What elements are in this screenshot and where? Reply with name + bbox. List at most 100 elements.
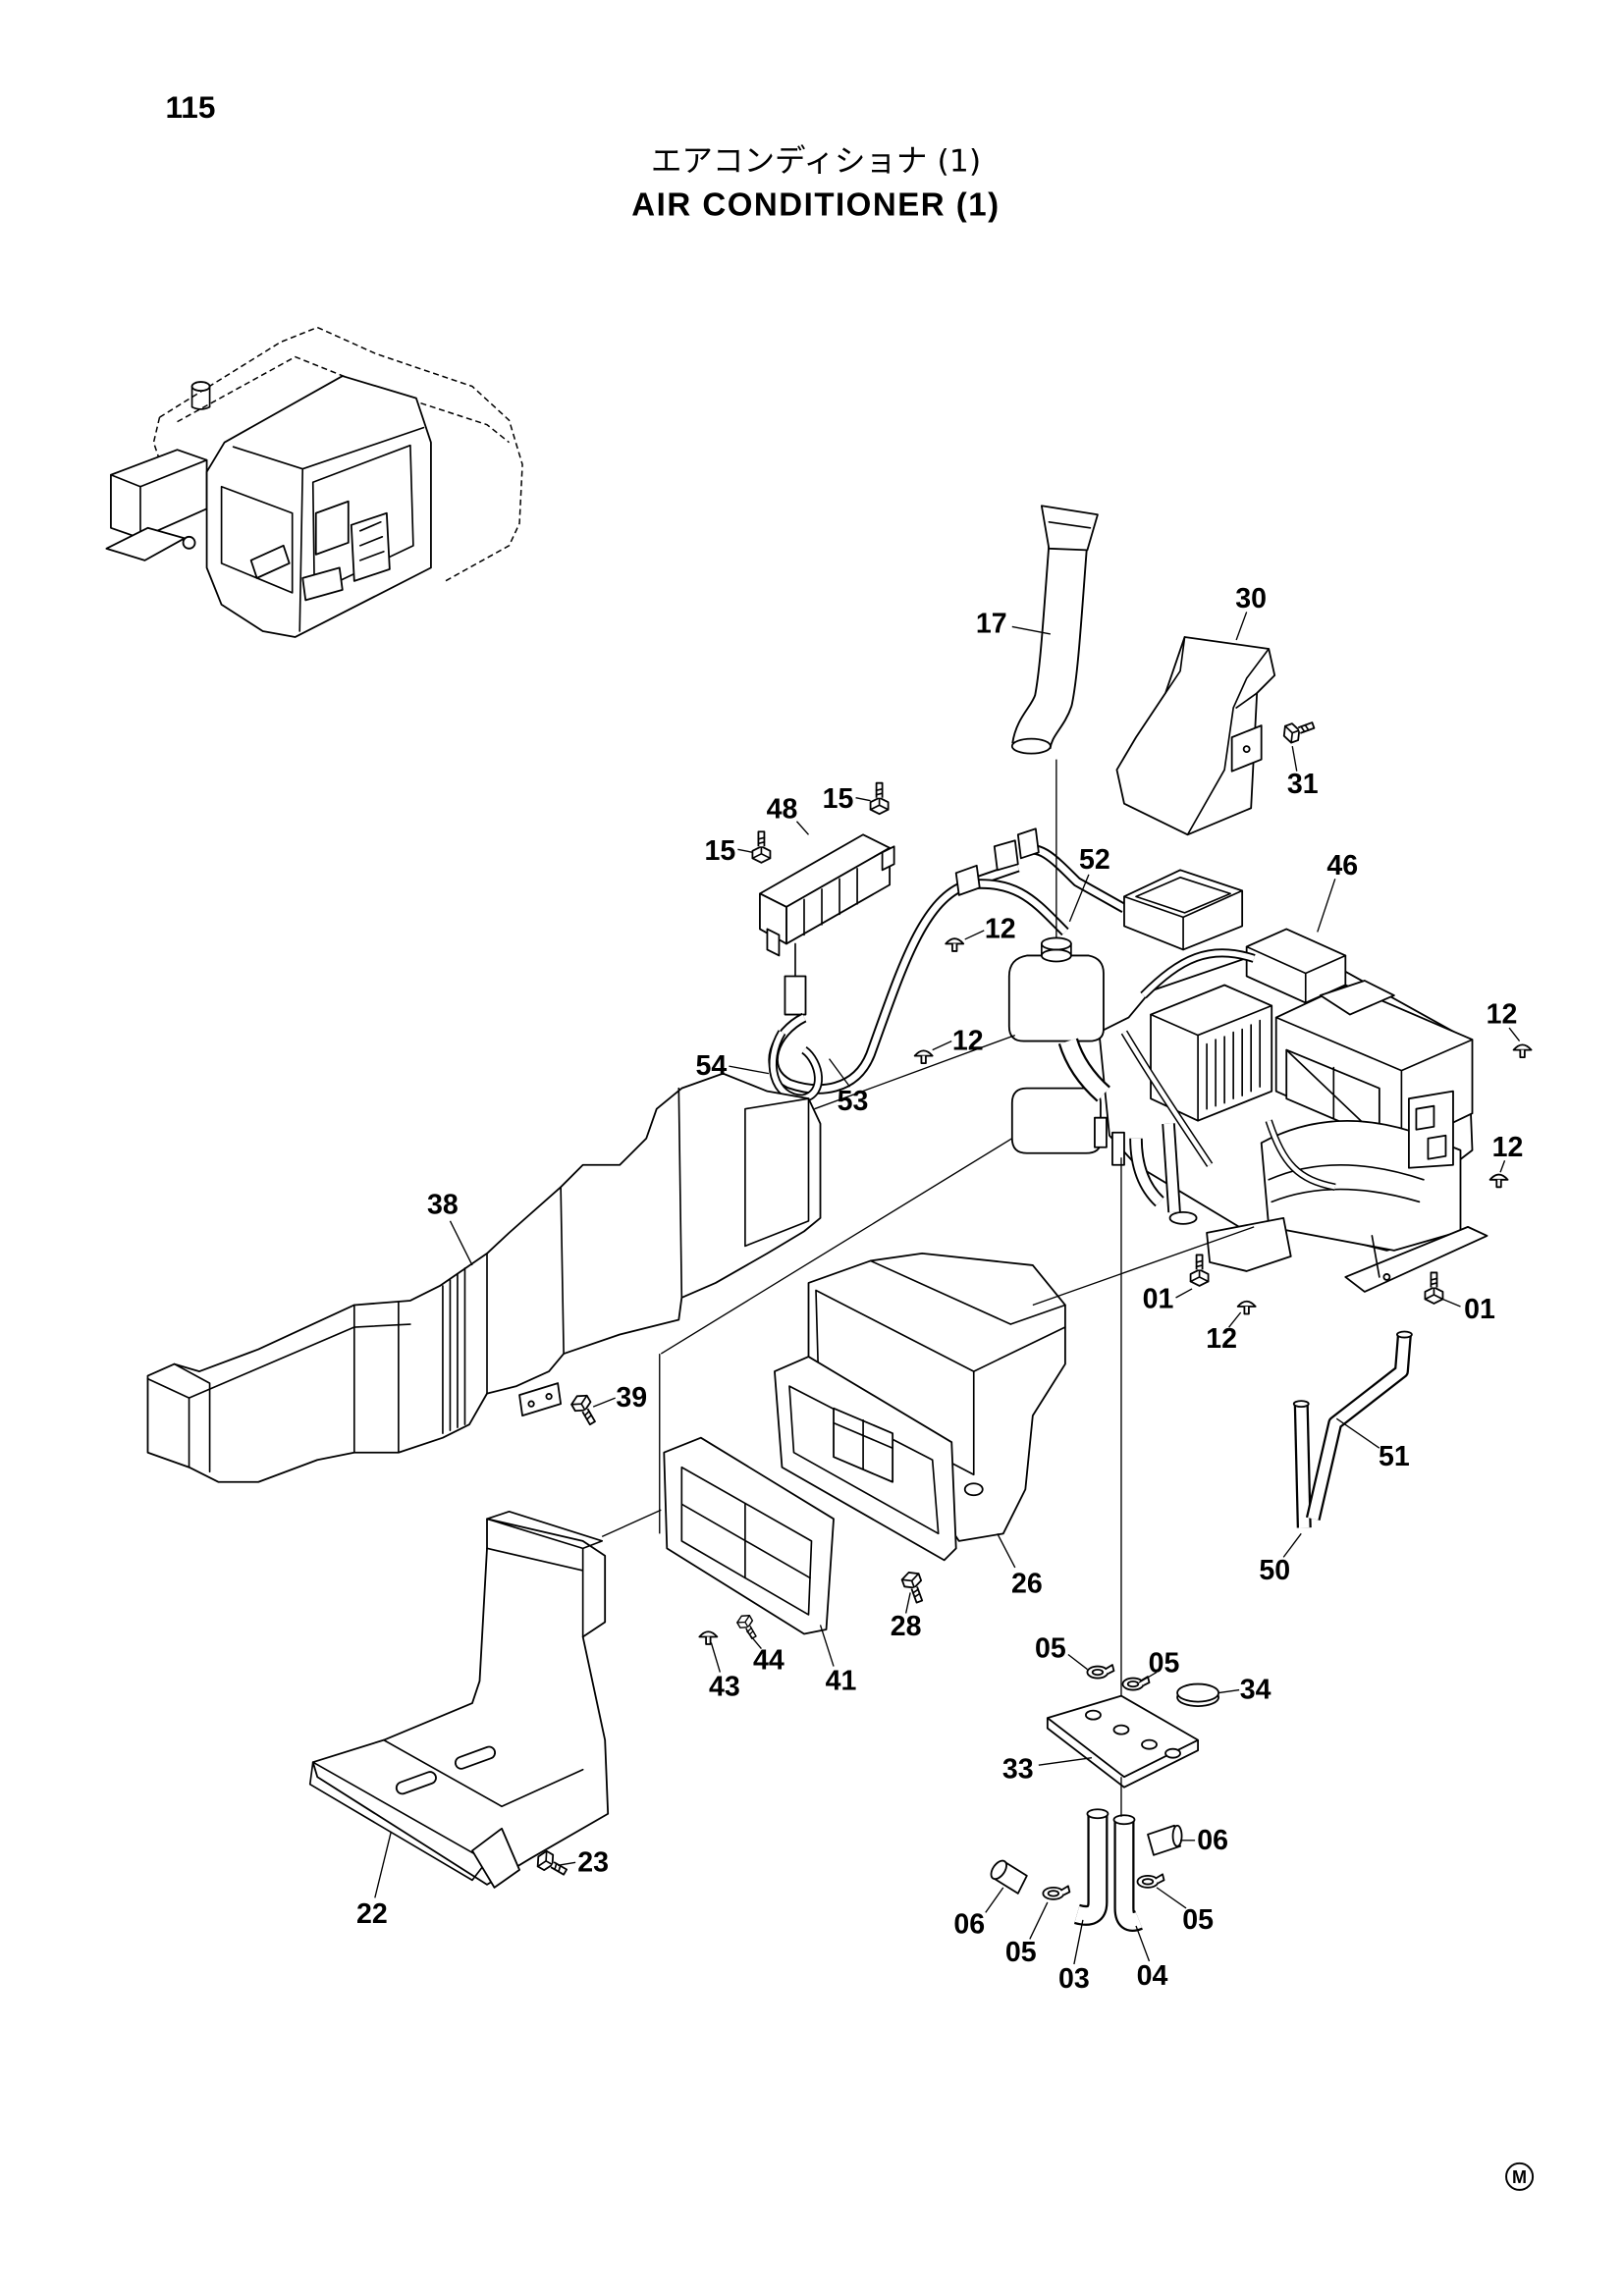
bolt-01-b [1424,1271,1444,1305]
leader-01-a [1175,1288,1193,1299]
leader-03 [1073,1919,1084,1965]
leader-43 [710,1642,722,1673]
leader-22 [374,1831,393,1898]
leader-15-lower [737,848,753,853]
callout-06-a: 06 [1197,1825,1228,1856]
leader-lines [374,612,1521,1965]
screw-44 [734,1611,761,1642]
leader-39 [592,1397,616,1408]
circled-m-letter: M [1512,2167,1527,2187]
callout-01-b: 01 [1464,1294,1495,1325]
callout-50: 50 [1259,1555,1290,1586]
callout-43: 43 [709,1672,740,1703]
callout-03: 03 [1058,1963,1090,1995]
clip-12-d [1488,1173,1509,1189]
callout-05-d: 05 [1005,1937,1037,1968]
cover-30 [1115,636,1276,836]
leader-26 [997,1533,1016,1569]
assembly-line-duct-38 [814,1034,1016,1110]
callout-12-d: 12 [1492,1132,1524,1163]
callout-05-b: 05 [1149,1648,1180,1680]
pipe-51 [1305,1330,1413,1522]
bolt-15-upper [869,781,890,816]
push-clip-43 [698,1630,719,1645]
leader-48 [795,821,810,835]
callout-17: 17 [976,608,1007,639]
circled-m-mark: M [1505,2162,1535,2191]
leader-53 [828,1058,851,1088]
callout-22: 22 [356,1898,388,1930]
leader-12-a [964,930,985,940]
callout-52: 52 [1079,844,1110,876]
callout-46: 46 [1326,850,1358,881]
page-number: 115 [166,89,216,125]
leader-04 [1135,1925,1151,1962]
callout-12-c: 12 [952,1026,984,1057]
leader-12-c [932,1040,952,1051]
bolt-15-lower [751,830,772,864]
leader-41 [819,1625,835,1667]
callout-26: 26 [1011,1568,1043,1599]
callout-12-b: 12 [1487,999,1518,1031]
leader-05-c [1156,1887,1187,1909]
callout-54: 54 [695,1050,727,1082]
leader-33 [1038,1757,1093,1766]
bolt-01-a [1189,1254,1210,1287]
leader-44 [745,1630,762,1649]
leader-05-b [1138,1671,1158,1683]
page-title-english: AIR CONDITIONER (1) [631,187,1000,223]
callout-23: 23 [577,1846,609,1878]
fitting-06-right [1147,1824,1183,1856]
clip-12-b [1512,1043,1533,1059]
callout-44: 44 [753,1645,784,1677]
floor-duct-22 [308,1510,610,1889]
callout-48: 48 [767,794,798,826]
leader-17 [1011,625,1051,635]
callout-53: 53 [838,1086,869,1117]
leader-31 [1291,746,1298,772]
leader-12-d [1499,1160,1506,1173]
assembly-line-filter [601,1354,662,1537]
callout-41: 41 [826,1666,857,1697]
callout-05-c: 05 [1182,1904,1214,1936]
callout-05-a: 05 [1035,1633,1066,1665]
callout-12-a: 12 [985,913,1016,944]
bolt-31 [1279,716,1318,746]
leader-50 [1282,1532,1302,1558]
leader-38 [449,1220,473,1266]
screw-28 [899,1568,929,1606]
callout-15-a: 15 [823,783,854,815]
duct-38 [146,1072,822,1483]
callout-51: 51 [1379,1441,1410,1472]
callout-labels: 17 30 31 15 48 15 52 46 12 12 12 54 53 1… [356,583,1523,1995]
controller-48 [759,833,895,1016]
leader-23 [558,1861,576,1867]
leader-46 [1317,879,1336,933]
clamp-05-c [1042,1885,1071,1900]
callout-38: 38 [427,1189,459,1220]
callout-15-b: 15 [704,835,735,867]
duct-housing-26 [774,1253,1066,1562]
plate-33 [1046,1694,1199,1789]
pipe-03 [1074,1808,1109,1926]
air-conditioner-unit-46 [1007,869,1488,1293]
callout-39: 39 [616,1382,647,1414]
fitting-06-left [990,1859,1028,1895]
leader-51 [1335,1417,1380,1449]
clamp-05-d [1136,1873,1165,1889]
leader-15-upper [855,797,871,802]
callout-06-b: 06 [953,1908,985,1940]
filter-41 [663,1436,835,1635]
clip-12-c [913,1049,934,1065]
callout-34: 34 [1240,1675,1271,1706]
assembly-line-housing-26 [1032,1226,1255,1307]
leader-52 [1068,874,1090,923]
assembly-line-duct-38-lower [660,1138,1013,1355]
leader-06-left [985,1887,1004,1913]
callout-01-a: 01 [1143,1283,1174,1314]
leader-05-a [1067,1653,1088,1671]
bolt-39 [568,1390,602,1429]
leader-01-b [1442,1298,1461,1308]
duct-17 [1010,505,1099,755]
